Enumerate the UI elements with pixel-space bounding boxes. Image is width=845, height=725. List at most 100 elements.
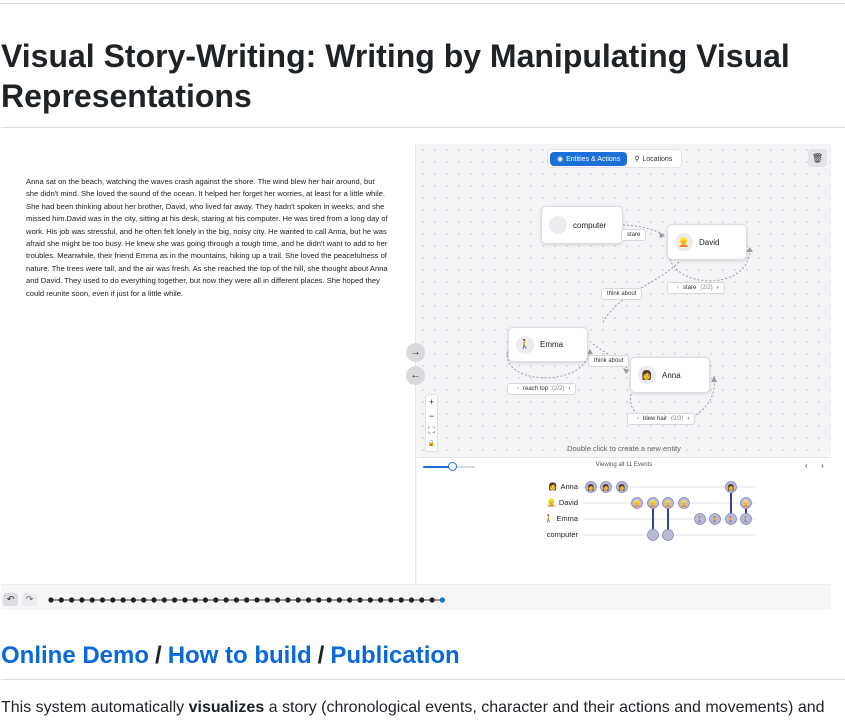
history-step[interactable]	[182, 597, 188, 603]
timeline-next-icon[interactable]: ›	[821, 461, 824, 470]
event-dot[interactable]	[616, 481, 628, 493]
history-step[interactable]	[305, 597, 312, 603]
story-editor[interactable]: Anna sat on the beach, watching the wave…	[1, 144, 416, 584]
slider-handle[interactable]	[447, 462, 457, 471]
event-dot[interactable]	[662, 497, 674, 509]
history-step[interactable]	[192, 597, 198, 603]
edge-label-think-about-2[interactable]: think about	[588, 355, 630, 367]
history-step[interactable]	[120, 597, 126, 603]
history-step[interactable]	[48, 597, 54, 603]
event-dot[interactable]	[725, 513, 737, 525]
event-dot[interactable]	[725, 481, 737, 493]
history-step[interactable]	[233, 597, 239, 603]
history-step[interactable]	[275, 597, 281, 603]
next-icon[interactable]: ›	[568, 386, 571, 392]
history-step[interactable]	[213, 597, 219, 603]
story-text[interactable]: Anna sat on the beach, watching the wave…	[26, 177, 388, 298]
event-dot[interactable]	[662, 529, 674, 541]
prev-icon[interactable]: ‹	[517, 386, 519, 392]
history-step[interactable]	[419, 597, 425, 603]
redo-icon[interactable]: ↷	[22, 593, 37, 606]
history-step[interactable]	[357, 597, 363, 603]
entity-canvas[interactable]: ◉ Entities & Actions ⚲ Locations 🗑 compu…	[417, 144, 831, 454]
history-step[interactable]	[89, 597, 95, 603]
edge-label-blew-hair[interactable]: ‹blew hair(3/3)›	[627, 413, 696, 425]
history-step[interactable]	[58, 597, 64, 603]
next-icon[interactable]: ›	[687, 416, 690, 422]
edge-label-text: stare	[683, 285, 697, 291]
online-demo-link[interactable]: Online Demo	[1, 642, 150, 669]
history-step[interactable]	[295, 597, 301, 603]
fit-view-icon[interactable]: ⛶	[428, 424, 435, 435]
history-step-current[interactable]	[439, 597, 445, 603]
history-step[interactable]	[223, 597, 229, 603]
history-step[interactable]	[285, 597, 291, 603]
how-to-build-link[interactable]: How to build	[167, 642, 312, 669]
history-step[interactable]	[264, 597, 270, 603]
entity-node-david[interactable]: 👱 David	[667, 224, 747, 260]
event-dot[interactable]	[740, 513, 752, 525]
history-step[interactable]	[79, 597, 85, 603]
event-dot[interactable]	[631, 497, 643, 509]
event-dot[interactable]	[678, 497, 690, 509]
event-dot[interactable]	[647, 497, 659, 509]
edge-label-stare-loop[interactable]: ‹stare(2/2)›	[667, 282, 725, 294]
event-dot[interactable]	[709, 513, 721, 525]
tab-entities-actions[interactable]: ◉ Entities & Actions	[550, 152, 628, 166]
history-step[interactable]	[161, 597, 167, 603]
event-dot[interactable]	[694, 513, 706, 525]
event-dot-icon: 👩	[602, 484, 609, 492]
history-step[interactable]	[398, 597, 404, 603]
arrow-left-icon[interactable]: ←	[406, 366, 425, 385]
history-step[interactable]	[99, 597, 106, 603]
edge-label-think-about-1[interactable]: think about	[601, 288, 643, 300]
history-step[interactable]	[141, 597, 147, 603]
undo-icon[interactable]: ↶	[3, 593, 18, 606]
history-step[interactable]	[254, 597, 260, 603]
anna-avatar: 👩	[638, 366, 656, 384]
timeline-prev-icon[interactable]: ‹	[805, 461, 808, 470]
history-step[interactable]	[347, 597, 353, 603]
history-step[interactable]	[151, 597, 157, 603]
edge-label-reach-top[interactable]: ‹reach top(2/2)›	[507, 383, 577, 395]
publication-link[interactable]: Publication	[330, 642, 460, 669]
event-dot[interactable]	[600, 481, 612, 493]
entity-node-emma[interactable]: 🚶 Emma	[508, 327, 588, 362]
edge-label-stare[interactable]: stare	[621, 229, 647, 241]
lock-icon[interactable]: 🔒	[427, 441, 436, 447]
entity-node-computer[interactable]: computer	[541, 206, 623, 244]
history-step[interactable]	[244, 597, 250, 603]
trash-icon[interactable]: 🗑	[808, 149, 827, 167]
intro-lead: This system automatically	[1, 699, 189, 716]
prev-icon[interactable]: ‹	[637, 416, 639, 422]
history-step[interactable]	[110, 597, 116, 603]
tab-locations[interactable]: ⚲ Locations	[627, 152, 679, 166]
edge-label-text: think about	[594, 358, 624, 364]
history-step[interactable]	[367, 597, 373, 603]
zoom-out-button[interactable]: −	[428, 410, 435, 421]
history-step[interactable]	[336, 597, 342, 603]
top-rule	[0, 3, 845, 4]
event-dot[interactable]	[585, 481, 597, 493]
entity-node-anna[interactable]: 👩 Anna	[630, 357, 710, 393]
history-step[interactable]	[326, 597, 332, 603]
arrow-right-icon[interactable]: →	[406, 343, 425, 362]
history-step[interactable]	[202, 597, 209, 603]
person-icon: ◉	[557, 156, 564, 163]
history-step[interactable]	[388, 597, 394, 603]
prev-icon[interactable]: ‹	[677, 285, 679, 291]
history-step[interactable]	[130, 597, 136, 603]
next-icon[interactable]: ›	[716, 285, 719, 291]
edge-blew-hair-loop	[630, 375, 715, 424]
history-step[interactable]	[429, 597, 435, 603]
history-step[interactable]	[378, 597, 384, 603]
history-step[interactable]	[316, 597, 322, 603]
zoom-in-button[interactable]: +	[428, 396, 435, 407]
history-step[interactable]	[172, 597, 178, 603]
history-step[interactable]	[408, 597, 415, 603]
event-dot[interactable]	[740, 497, 752, 509]
event-dot[interactable]	[647, 529, 659, 541]
timeline-chart: 👩👩👩👱👱👱👱🚶🚶👩🚶👱🚶	[583, 481, 755, 541]
history-step[interactable]	[69, 597, 75, 603]
event-dot-icon: 👱	[664, 500, 671, 508]
